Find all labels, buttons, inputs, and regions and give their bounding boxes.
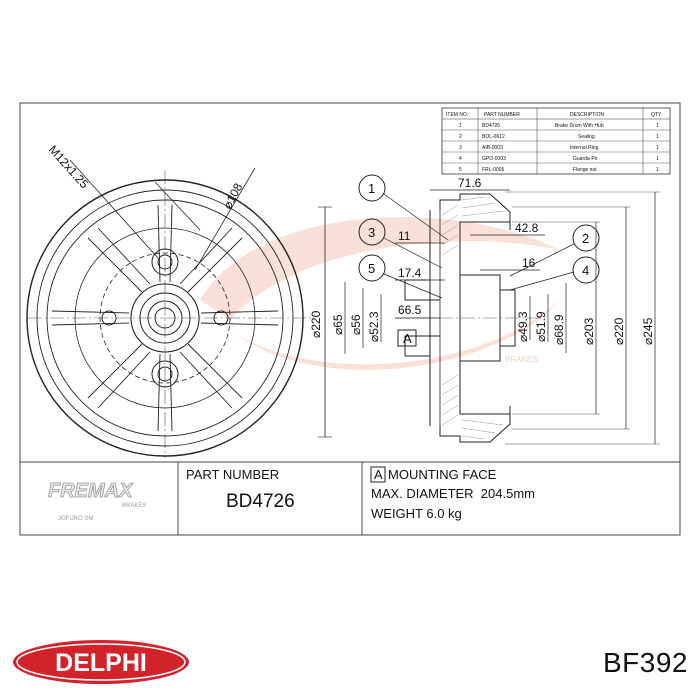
section-mounting-marker: A: [403, 331, 412, 346]
table-row-5-item: 5: [459, 167, 462, 173]
callout-3: 3: [368, 225, 375, 240]
table-row-1-qty: 1: [656, 123, 659, 129]
dim-phi245: ⌀245: [641, 317, 655, 345]
table-header-part: PART NUMBER: [484, 112, 520, 118]
table-row-1-item: 1: [459, 123, 462, 129]
table-header-item: ITEM NO.: [446, 112, 468, 118]
dim-11: 11: [398, 229, 411, 243]
front-view: [26, 159, 332, 458]
table-row-3-desc: Internal Ring: [570, 145, 599, 151]
table-row-3-item: 3: [459, 145, 462, 151]
table-row-2-qty: 1: [656, 134, 659, 140]
part-number-value: BD4726: [226, 491, 295, 512]
mounting-marker-box: [370, 466, 386, 483]
table-header-qty: QTY.: [651, 112, 662, 118]
table-row-4-qty: 1: [656, 156, 659, 162]
bolt-circle-label: ⌀108: [220, 180, 245, 211]
thread-label: M12x1.25: [46, 143, 92, 192]
watermark-text: BRAKES: [505, 355, 537, 364]
table-row-2-part: BOL-0612: [482, 134, 505, 140]
table-row-5-qty: 1: [656, 167, 659, 173]
dim-phi52-3: ⌀52.3: [367, 311, 381, 342]
table-row-4-part: GPO-0003: [482, 156, 506, 162]
part-number-heading: PART NUMBER: [186, 467, 279, 482]
fremax-logo-tagline: JOFURO SM: [58, 516, 93, 522]
fremax-logo-sub: BRAKES: [122, 503, 146, 509]
table-row-1-desc: Brake Drum With Hub: [555, 123, 604, 129]
table-row-4-item: 4: [459, 156, 462, 162]
section-view: [344, 174, 660, 445]
dim-phi56: ⌀56: [349, 314, 363, 335]
drawing-frame: [19, 102, 681, 536]
table-row-5-part: FRL-0005: [482, 167, 504, 173]
dim-16: 16: [522, 256, 536, 270]
dim-phi49-3: ⌀49.3: [516, 311, 530, 342]
dim-phi65: ⌀65: [331, 314, 345, 335]
fremax-logo: FREMAX BRAKES JOFURO SM: [48, 480, 147, 522]
front-diameter-label: ⌀220: [309, 310, 323, 338]
table-row-5-desc: Flange nut: [573, 167, 597, 173]
table-row-4-desc: Guarda-Pó: [573, 156, 598, 162]
dim-phi51-9: ⌀51.9: [534, 311, 548, 342]
delphi-logo-text: DELPHI: [55, 649, 147, 677]
callout-4: 4: [582, 263, 589, 278]
dim-66-5: 66.5: [398, 303, 422, 317]
table-row-1-part: BD4726: [482, 123, 500, 129]
dim-42-8: 42.8: [515, 221, 539, 235]
watermark-swoosh: BRAKES: [200, 217, 560, 370]
dim-17-4: 17.4: [398, 266, 422, 280]
table-header-desc: DESCRIPTION: [570, 112, 605, 118]
callout-1: 1: [368, 181, 375, 196]
parts-table: ITEM NO. PART NUMBER DESCRIPTION QTY. 1 …: [441, 107, 671, 175]
dim-71-6: 71.6: [458, 176, 482, 190]
fremax-logo-text: FREMAX: [48, 480, 134, 502]
callout-2: 2: [582, 231, 589, 246]
max-diameter-label: MAX. DIAMETER 204.5mm: [371, 486, 535, 501]
weight-label: WEIGHT 6.0 kg: [371, 506, 462, 521]
delphi-logo: DELPHI: [13, 640, 189, 684]
mounting-marker-letter: A: [374, 467, 383, 482]
table-row-3-qty: 1: [656, 145, 659, 151]
table-row-3-part: AIB-0003: [482, 145, 503, 151]
dim-phi220: ⌀220: [612, 317, 626, 345]
mounting-face-label: MOUNTING FACE: [388, 467, 497, 482]
callout-5: 5: [368, 261, 375, 276]
table-row-2-desc: Sealing: [578, 134, 595, 140]
product-code: BF392: [603, 647, 688, 678]
table-row-2-item: 2: [459, 134, 462, 140]
dim-phi203: ⌀203: [582, 317, 596, 345]
dim-phi68-9: ⌀68.9: [552, 314, 566, 345]
